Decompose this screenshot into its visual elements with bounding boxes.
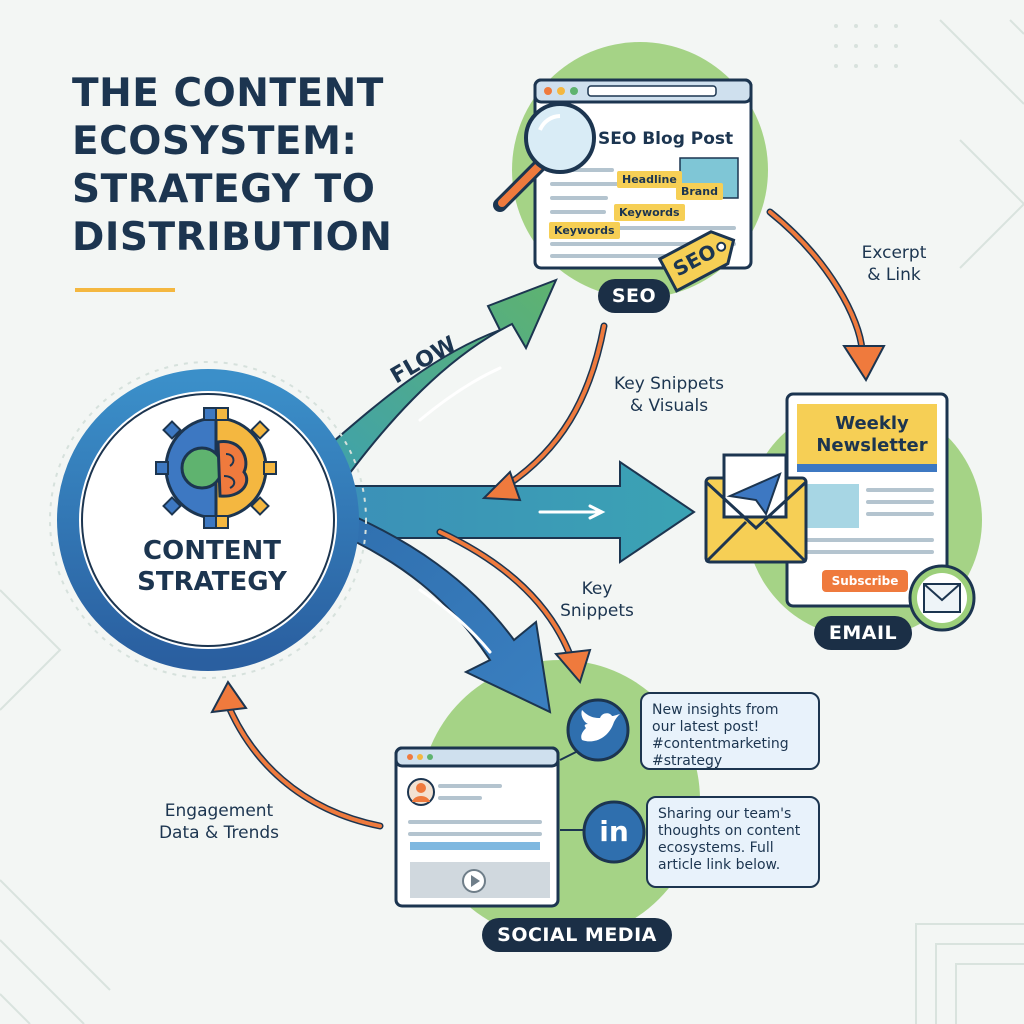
arrowhead-core-from-seo — [481, 470, 522, 502]
edge-label-engagement: Engagement Data & Trends — [146, 800, 292, 844]
linkedin-post-bubble: Sharing our team's thoughts on content e… — [646, 796, 820, 888]
edge-line: & Link — [867, 265, 921, 285]
subscribe-button[interactable]: Subscribe — [822, 570, 908, 592]
core-line: STRATEGY — [137, 567, 287, 597]
title-line: STRATEGY TO — [72, 167, 376, 212]
post-line: #strategy — [652, 753, 723, 769]
edge-line: Data & Trends — [158, 823, 280, 843]
arrowhead-social — [554, 648, 592, 685]
tag-headline: Headline — [617, 171, 682, 188]
edge-line: Key Snippets — [613, 374, 725, 394]
title-line: THE CONTENT — [72, 71, 384, 116]
twitter-bird-icon — [559, 698, 630, 762]
twitter-post-bubble: New insights from our latest post! #cont… — [640, 692, 820, 770]
core-line: CONTENT — [143, 536, 281, 566]
edge-label-key-snippets: Key Snippets — [552, 578, 642, 622]
post-line: ecosystems. Full — [658, 840, 774, 856]
post-line: article link below. — [658, 857, 781, 873]
seo-tag-icon — [657, 230, 736, 293]
tag-keywords: Keywords — [614, 204, 685, 221]
flow-arrow-to-social — [328, 508, 552, 714]
gear-brain-icon — [155, 407, 277, 529]
edge-line: & Visuals — [629, 396, 709, 416]
tag-brand: Brand — [676, 183, 723, 200]
newsletter-line: Weekly — [835, 413, 909, 434]
newsletter-title: Weekly Newsletter — [797, 413, 947, 457]
title-line: ECOSYSTEM: — [72, 119, 358, 164]
magnifier-icon — [493, 102, 596, 212]
seo-blog-title: SEO Blog Post — [598, 129, 734, 149]
dot-grid — [834, 24, 898, 68]
content-strategy-label[interactable]: CONTENT STRATEGY — [92, 536, 332, 598]
newsletter-line: Newsletter — [816, 435, 928, 456]
edge-line: Excerpt — [861, 243, 927, 263]
play-icon — [462, 869, 486, 893]
newsletter-card — [785, 392, 949, 608]
flow-arrow-to-seo — [298, 278, 558, 502]
post-line: thoughts on content — [658, 823, 801, 839]
background-decoration — [0, 19, 1024, 1024]
edge-line: Key — [581, 579, 613, 599]
tag-keywords: Keywords — [549, 222, 620, 239]
title-underline — [75, 288, 175, 292]
social-media-pill[interactable]: SOCIAL MEDIA — [482, 918, 672, 952]
edge-label-key-snippets-visuals: Key Snippets & Visuals — [604, 373, 734, 417]
linkedin-icon — [560, 800, 646, 864]
title-line: DISTRIBUTION — [72, 215, 393, 260]
post-line: #contentmarketing — [652, 736, 789, 752]
linkedin-glyph: in — [599, 815, 629, 848]
post-line: Sharing our team's — [658, 806, 792, 822]
email-pill[interactable]: EMAIL — [814, 616, 912, 650]
avatar-icon — [407, 778, 435, 806]
mail-badge-icon — [908, 564, 976, 632]
seo-pill[interactable]: SEO — [598, 279, 670, 313]
page-title: THE CONTENT ECOSYSTEM: STRATEGY TO DISTR… — [72, 70, 492, 262]
edge-line: Engagement — [164, 801, 274, 821]
post-line: our latest post! — [652, 719, 760, 735]
arrowhead-email — [842, 345, 886, 382]
arrowhead-core-from-social — [210, 680, 248, 714]
edge-label-excerpt: Excerpt & Link — [842, 242, 946, 286]
paper-plane-icon — [726, 472, 782, 517]
social-post-window — [394, 746, 560, 908]
post-line: New insights from — [652, 702, 779, 718]
edge-line: Snippets — [560, 601, 634, 621]
